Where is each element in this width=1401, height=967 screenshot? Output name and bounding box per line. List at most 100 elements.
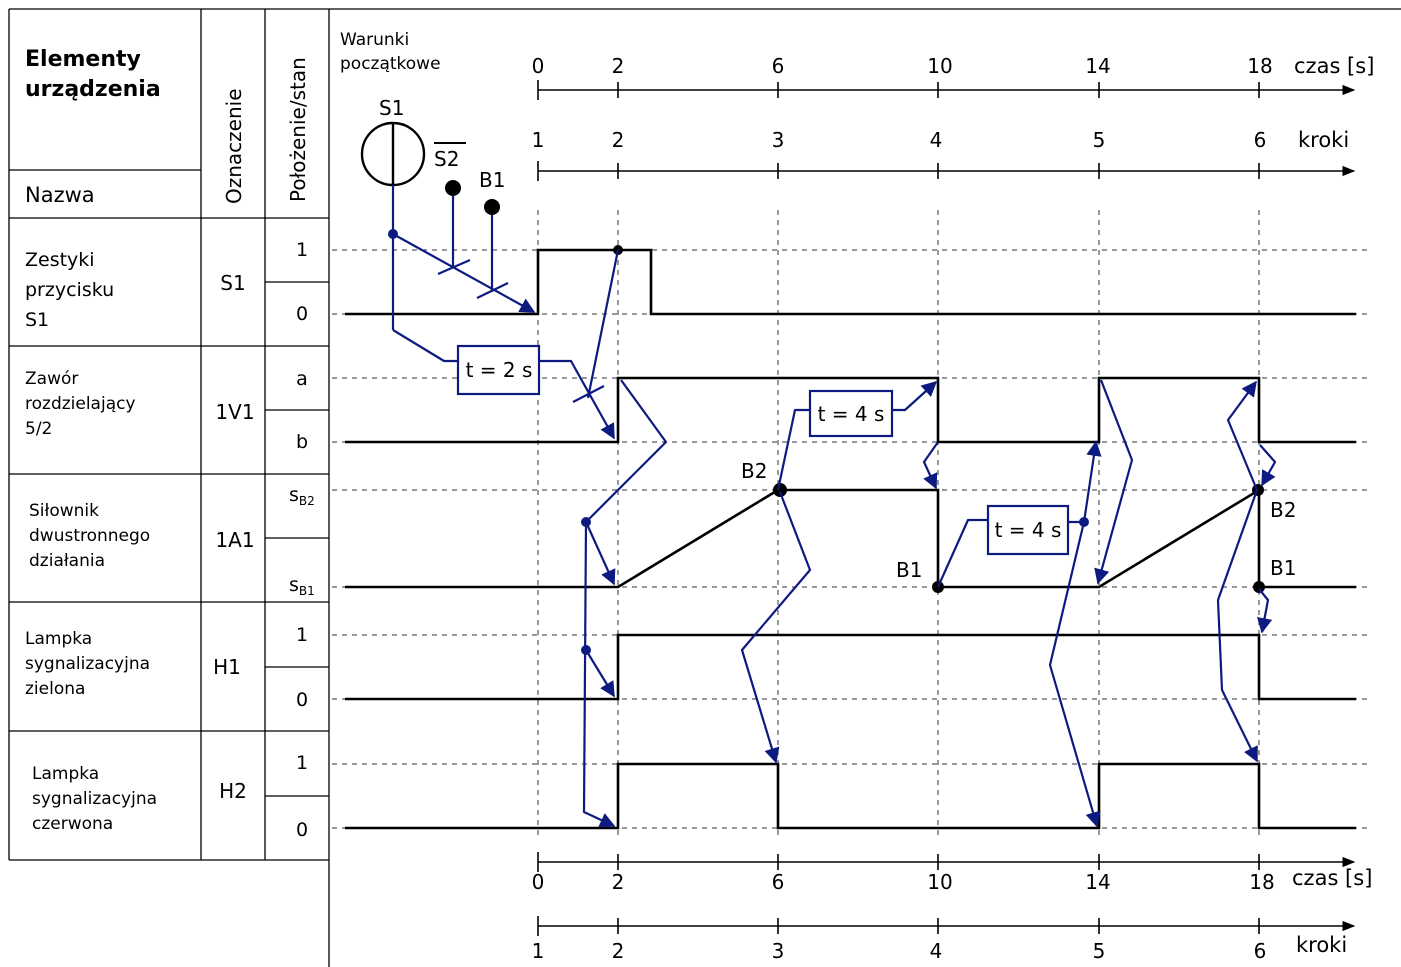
header-name: Nazwa xyxy=(25,183,95,207)
time-tick-label: 2 xyxy=(612,54,625,78)
row-code: 1A1 xyxy=(215,528,254,552)
s1-symbol-label: S1 xyxy=(379,96,404,120)
s2-symbol-label: S2 xyxy=(434,147,459,171)
table-row: Lampka sygnalizacyjna zielona H1 1 0 xyxy=(25,624,308,711)
step-tick-label: 1 xyxy=(532,128,545,152)
timer-label: t = 4 s xyxy=(818,402,885,426)
row-state-high: 1 xyxy=(296,239,308,261)
steps-axis-bottom: 1 2 3 4 5 6 kroki xyxy=(532,916,1356,963)
row-state-low: b xyxy=(296,431,308,453)
timer-box: t = 4 s xyxy=(986,504,1070,556)
signal-1v1 xyxy=(345,376,1356,444)
time-axis-label: czas [s] xyxy=(1292,866,1372,890)
initial-conditions-label: początkowe xyxy=(340,54,441,74)
flow-arrow-start xyxy=(392,233,536,313)
row-code: H1 xyxy=(213,655,241,679)
flow-arrow-end-h1 xyxy=(1256,588,1273,634)
pushbutton-symbol-icon xyxy=(360,121,426,187)
flow-arrow-restart xyxy=(1068,440,1102,524)
flow-arrow-timer3 xyxy=(936,518,988,588)
row-name-line: dwustronnego xyxy=(29,526,150,546)
step-tick-label: 2 xyxy=(612,939,625,963)
flow-arrow-valve xyxy=(539,359,615,440)
timer-label: t = 2 s xyxy=(466,358,533,382)
signal-h2 xyxy=(345,762,1356,830)
flow-line-s1-valve xyxy=(586,249,620,399)
b1-symbol-label: B1 xyxy=(479,168,505,192)
header-title-line2: urządzenia xyxy=(25,77,161,102)
time-tick-label: 2 xyxy=(612,870,625,894)
flow-arrow-h2-off xyxy=(740,491,812,764)
row-name-line: sygnalizacyjna xyxy=(25,654,150,674)
step-tick-label: 3 xyxy=(772,939,785,963)
row-code: 1V1 xyxy=(215,400,254,424)
row-name-line: działania xyxy=(29,551,105,571)
row-name-line: przycisku xyxy=(25,279,114,301)
row-state-high: 1 xyxy=(296,752,308,774)
flow-arrow-end-retract xyxy=(1259,444,1277,487)
b1-sensor-dot-icon xyxy=(484,199,500,215)
time-tick-label: 18 xyxy=(1249,870,1274,894)
row-state-low: 0 xyxy=(296,819,308,841)
row-name-line: rozdzielający xyxy=(25,394,136,414)
flow-arrow-h2-on xyxy=(1048,521,1101,828)
step-tick-label: 4 xyxy=(930,939,943,963)
sensor-label-b2: B2 xyxy=(1270,498,1296,522)
row-state-sb2: sB2 xyxy=(289,484,315,508)
timer-label: t = 4 s xyxy=(995,518,1062,542)
row-state-high: 1 xyxy=(296,624,308,646)
row-name-line: Lampka xyxy=(25,629,92,649)
signal-1a1 xyxy=(345,487,1356,589)
time-axis-label: czas [s] xyxy=(1294,54,1374,78)
row-name-line: S1 xyxy=(25,309,49,331)
table-row: Zestyki przycisku S1 S1 1 0 xyxy=(25,239,308,331)
timer-box: t = 4 s xyxy=(808,389,894,438)
signal-s1 xyxy=(345,248,1356,316)
flow-tick xyxy=(476,282,509,299)
row-name-line: czerwona xyxy=(32,814,113,834)
row-name-line: Zawór xyxy=(25,369,78,389)
timer-box: t = 2 s xyxy=(456,344,541,396)
b1-sensor-node-dot xyxy=(1253,581,1265,593)
flow-arrow-extend xyxy=(1094,379,1134,585)
row-code: S1 xyxy=(220,271,245,295)
time-tick-label: 0 xyxy=(532,54,545,78)
flow-arrow-retract xyxy=(922,441,939,490)
time-axis-bottom: 0 2 6 10 14 18 czas [s] xyxy=(532,852,1372,894)
time-axis-top: 0 2 6 10 14 18 czas [s] xyxy=(532,54,1374,100)
step-tick-label: 4 xyxy=(930,128,943,152)
step-tick-label: 5 xyxy=(1093,939,1106,963)
table-row: Zawór rozdzielający 5/2 1V1 a b xyxy=(25,368,308,453)
header-oznaczenie: Oznaczenie xyxy=(222,88,246,204)
sensor-label-b2: B2 xyxy=(741,459,767,483)
row-state-low: 0 xyxy=(296,303,308,325)
row-name-line: sygnalizacyjna xyxy=(32,789,157,809)
flow-arrow-h1 xyxy=(585,649,615,698)
b2-sensor-node-dot xyxy=(1252,484,1264,496)
step-tick-label: 1 xyxy=(532,939,545,963)
step-tick-label: 5 xyxy=(1093,128,1106,152)
row-state-low: 0 xyxy=(296,689,308,711)
time-tick-label: 0 xyxy=(532,870,545,894)
time-tick-label: 14 xyxy=(1085,870,1110,894)
row-name-line: Zestyki xyxy=(25,249,95,271)
flow-arrow-actuator xyxy=(584,521,616,586)
step-tick-label: 6 xyxy=(1254,939,1267,963)
steps-axis-top: 1 2 3 4 5 6 kroki xyxy=(532,128,1356,181)
initial-conditions-label: Warunki xyxy=(340,30,409,50)
time-tick-label: 6 xyxy=(772,54,785,78)
row-state-sb1: sB1 xyxy=(289,574,315,598)
table-row: Siłownik dwustronnego działania 1A1 sB2 … xyxy=(29,484,315,598)
b2-sensor-node-dot xyxy=(773,483,787,497)
table-row: Lampka sygnalizacyjna czerwona H2 1 0 xyxy=(32,752,308,841)
flow-arrow-end-valve xyxy=(1226,380,1259,491)
s2-sensor-dot-icon xyxy=(445,180,461,196)
row-name-line: Siłownik xyxy=(29,501,99,521)
sensor-label-b1: B1 xyxy=(896,558,922,582)
flow-arrow-valve-b xyxy=(892,380,938,412)
row-name-line: 5/2 xyxy=(25,419,52,439)
time-tick-label: 6 xyxy=(772,870,785,894)
time-tick-label: 18 xyxy=(1247,54,1272,78)
flow-lines xyxy=(388,185,1277,828)
